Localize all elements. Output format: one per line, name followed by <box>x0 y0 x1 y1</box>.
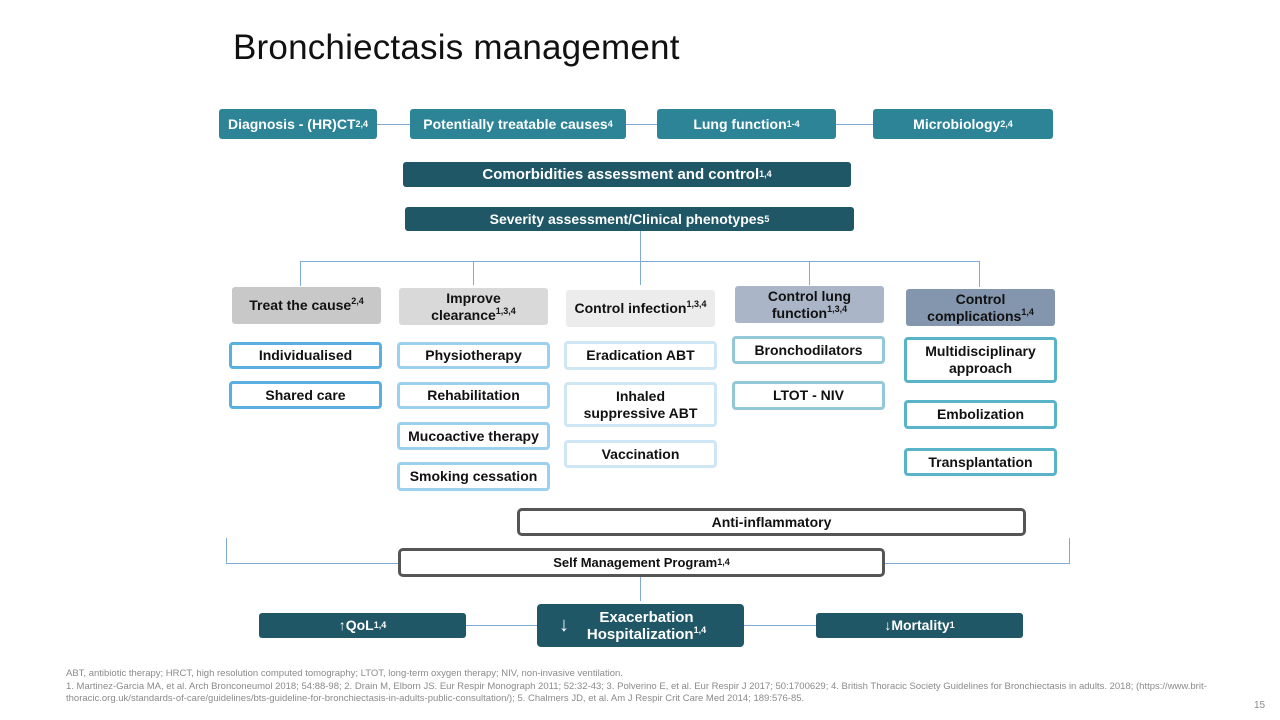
category-treat-the-cause: Treat the cause2,4 <box>232 287 381 324</box>
ref: 4 <box>607 118 613 129</box>
connector <box>300 261 301 286</box>
ref: 1,4 <box>373 620 387 630</box>
arrow-down-icon: ↓ <box>884 617 892 633</box>
arrow-up-icon: ↑ <box>338 617 346 633</box>
ref: 5 <box>764 213 770 224</box>
item-eradication-abt: Eradication ABT <box>564 341 717 370</box>
connector <box>744 625 816 626</box>
page-number: 15 <box>1254 700 1266 711</box>
slide-title: Bronchiectasis management <box>233 28 680 67</box>
label: Control complications <box>927 290 1022 324</box>
connector <box>979 261 980 287</box>
footnotes: ABT, antibiotic therapy; HRCT, high reso… <box>66 668 1226 706</box>
item-inhaled-suppressive-abt: Inhaled suppressive ABT <box>564 382 717 427</box>
connector <box>1069 538 1070 564</box>
item-multidisciplinary-approach: Multidisciplinary approach <box>904 337 1057 383</box>
item-rehabilitation: Rehabilitation <box>397 382 550 409</box>
connector <box>626 124 657 125</box>
category-improve-clearance: Improve clearance1,3,4 <box>399 288 548 325</box>
label: Treat the cause <box>249 297 352 313</box>
category-control-complications: Control complications1,4 <box>906 289 1055 326</box>
connector <box>885 563 1069 564</box>
connector <box>226 563 398 564</box>
label: Severity assessment/Clinical phenotypes <box>489 210 765 227</box>
label: QoL <box>345 617 374 633</box>
item-ltot-niv: LTOT - NIV <box>732 381 885 410</box>
ref: 1,4 <box>693 624 707 635</box>
ref: 1,4 <box>759 169 772 179</box>
ref: 1,4 <box>717 557 730 567</box>
label: Self Management Program <box>553 555 718 570</box>
ref: 2,4 <box>1000 118 1013 129</box>
label: Control infection <box>574 300 687 316</box>
ref: 1,4 <box>1021 306 1034 317</box>
anti-inflammatory-box: Anti-inflammatory <box>517 508 1026 536</box>
ref: 2,4 <box>351 296 364 306</box>
ref: 2,4 <box>355 118 369 129</box>
connector <box>473 261 474 285</box>
label: Comorbidities assessment and control <box>482 166 760 183</box>
arrow-down-icon: ↓ <box>559 614 569 636</box>
references: 1. Martinez-Garcia MA, et al. Arch Bronc… <box>66 680 1207 705</box>
ref: 1-4 <box>786 118 800 129</box>
item-physiotherapy: Physiotherapy <box>397 342 550 369</box>
abbreviations: ABT, antibiotic therapy; HRCT, high reso… <box>66 668 623 679</box>
item-vaccination: Vaccination <box>564 440 717 468</box>
connector <box>809 261 810 285</box>
label: Exacerbation Hospitalization <box>586 608 694 643</box>
ref: 1,3,4 <box>495 305 516 316</box>
item-embolization: Embolization <box>904 400 1057 429</box>
item-smoking-cessation: Smoking cessation <box>397 462 550 491</box>
label: Microbiology <box>913 115 1001 132</box>
ref: 1,3,4 <box>686 299 707 309</box>
label: Mortality <box>891 617 950 633</box>
item-bronchodilators: Bronchodilators <box>732 336 885 364</box>
ref: 1,3,4 <box>827 303 848 314</box>
item-mucoactive-therapy: Mucoactive therapy <box>397 422 550 450</box>
item-shared-care: Shared care <box>229 381 382 409</box>
item-individualised: Individualised <box>229 342 382 369</box>
connector <box>226 538 227 564</box>
category-control-infection: Control infection1,3,4 <box>566 290 715 327</box>
connector <box>640 577 641 601</box>
label: Diagnosis - (HR)CT <box>227 115 356 132</box>
connector <box>640 231 641 285</box>
item-transplantation: Transplantation <box>904 448 1057 476</box>
label: Lung function <box>693 115 787 132</box>
label: Potentially treatable causes <box>423 115 608 132</box>
label: Improve clearance <box>431 289 501 323</box>
label: Control lung function <box>767 287 852 321</box>
connector <box>466 625 537 626</box>
ref: 1 <box>949 620 955 630</box>
connector <box>300 261 980 262</box>
connector <box>377 124 410 125</box>
connector <box>836 124 873 125</box>
category-control-lung-function: Control lung function1,3,4 <box>735 286 884 323</box>
outcome-exacerbation-hospitalization: ↓ Exacerbation Hospitalization1,4 <box>537 604 744 647</box>
